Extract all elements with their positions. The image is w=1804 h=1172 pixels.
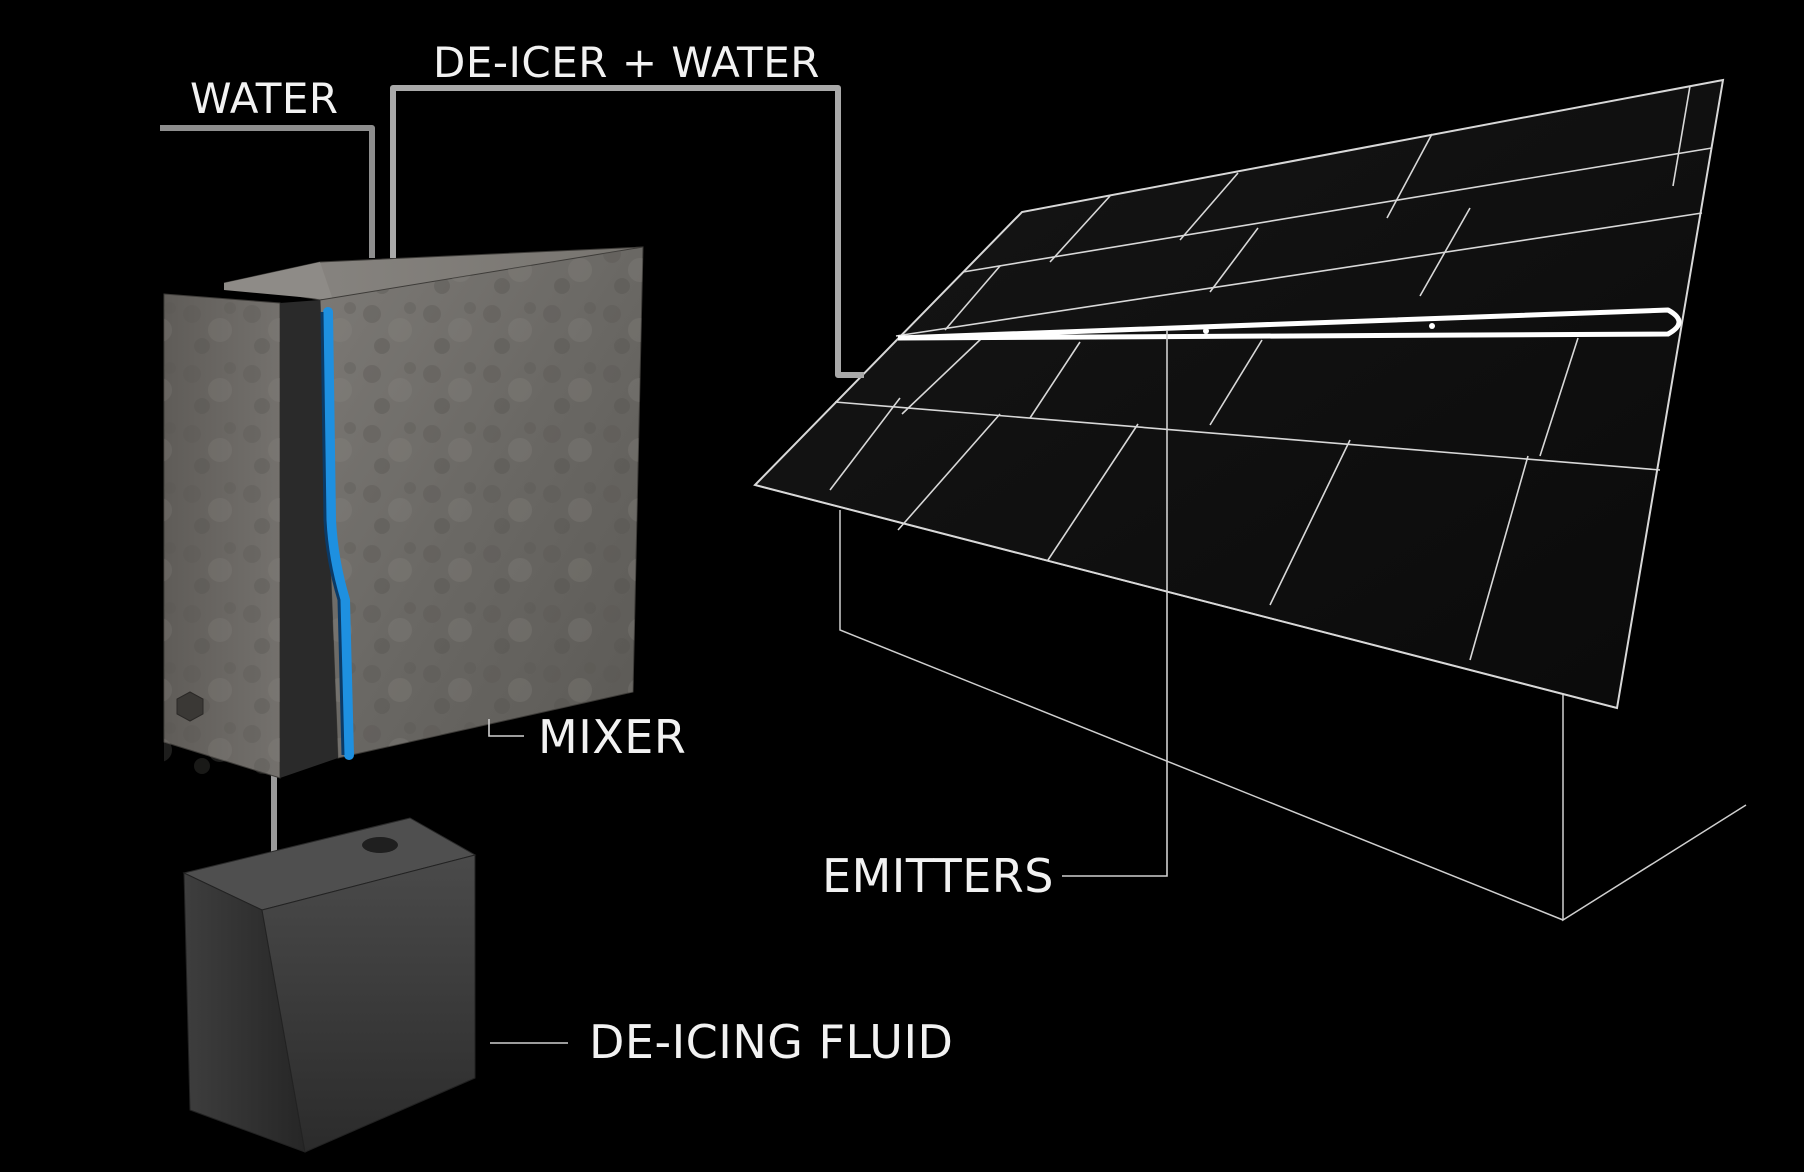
house-wall-right bbox=[1562, 688, 1747, 922]
roof-surface bbox=[753, 78, 1725, 710]
emitters-leader bbox=[1062, 330, 1168, 877]
emitter-tube bbox=[897, 307, 1682, 341]
roof-shingle-lines bbox=[754, 85, 1713, 709]
mixer-unit bbox=[163, 246, 644, 779]
house bbox=[753, 78, 1747, 922]
deicer-water-label: DE-ICER + WATER bbox=[433, 38, 820, 87]
mixer-label: MIXER bbox=[538, 710, 687, 764]
emitters-label: EMITTERS bbox=[822, 849, 1054, 903]
emitter-nozzle bbox=[1429, 323, 1435, 329]
emitter-nozzle bbox=[1203, 328, 1209, 334]
mixer-leader bbox=[488, 719, 524, 737]
deicing-fluid-label: DE-ICING FLUID bbox=[589, 1015, 954, 1069]
leader-lines bbox=[488, 330, 1168, 1044]
emitter-nozzle bbox=[1040, 333, 1046, 339]
water-label: WATER bbox=[190, 74, 339, 123]
hex-nut-icon bbox=[176, 691, 204, 722]
mixer-blue-channel bbox=[323, 307, 354, 760]
house-wall-left bbox=[839, 510, 1564, 921]
tank-cap-icon bbox=[362, 837, 398, 853]
deicer-water-pipe bbox=[390, 85, 864, 378]
deicing-fluid-tank bbox=[182, 817, 477, 1153]
water-pipe bbox=[160, 125, 375, 258]
